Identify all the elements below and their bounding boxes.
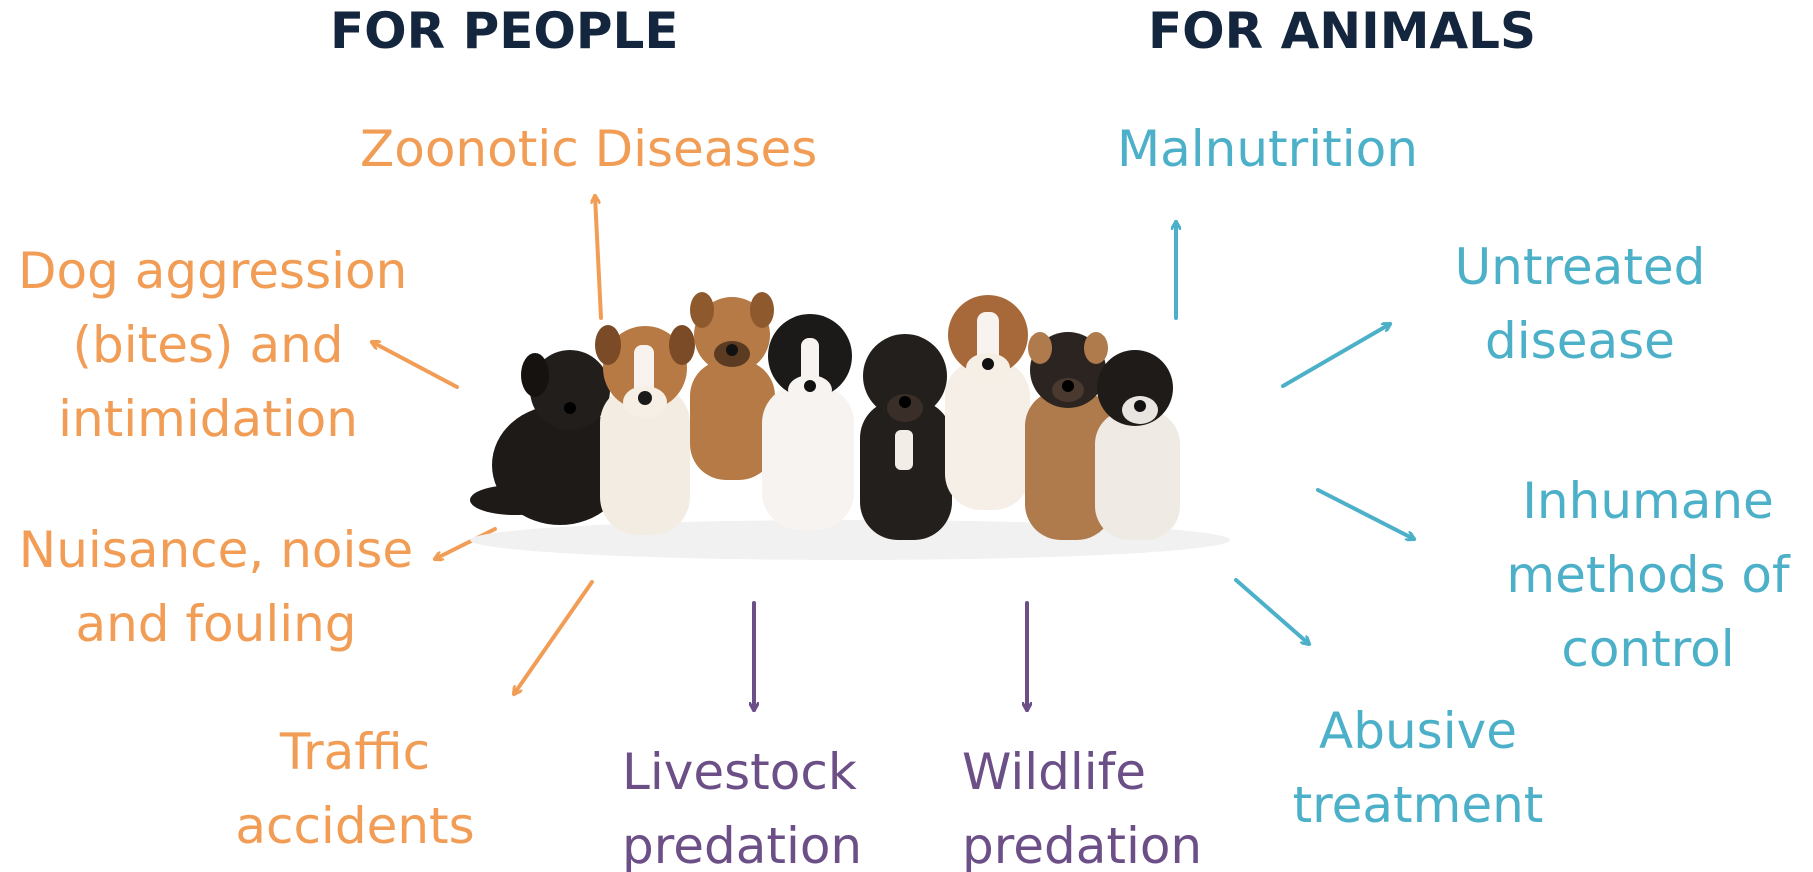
label-line: predation [962,809,1202,872]
label-line: (bites) and [18,308,398,382]
label-line: Untreated [1430,230,1730,304]
label-line: accidents [220,789,490,863]
puppy-black-white-2 [1095,350,1180,540]
label-line: intimidation [18,382,398,456]
label-line: Livestock [622,735,862,809]
label-line: Wildlife [962,735,1202,809]
label-nuisance: Nuisance, noise and fouling [12,513,420,661]
arrow-untreated [1283,324,1390,386]
puppy-tan-white-1 [595,325,695,535]
label-line: Dog aggression [18,234,398,308]
label-dog-aggression: Dog aggression (bites) and intimidation [18,234,398,456]
label-line: Nuisance, noise [12,513,420,587]
label-wildlife-predation: Wildlife predation [962,735,1202,872]
label-line: predation [622,809,862,872]
puppies-photo [440,290,1260,560]
label-line: Abusive [1268,694,1568,768]
label-inhumane-methods: Inhumane methods of control [1498,464,1798,686]
label-malnutrition: Malnutrition [1117,112,1418,186]
label-line: Traffic [220,715,490,789]
puppy-black-2 [860,334,952,540]
label-line: methods of [1498,538,1798,612]
arrow-traffic [514,582,592,694]
label-abusive-treatment: Abusive treatment [1268,694,1568,842]
label-line: disease [1430,304,1730,378]
arrow-abusive [1236,580,1309,644]
label-line: and fouling [12,587,420,661]
label-line: Inhumane [1498,464,1798,538]
label-traffic-accidents: Traffic accidents [220,715,490,863]
puppy-black-white-1 [762,314,854,530]
label-line: treatment [1268,768,1568,842]
label-line: control [1498,612,1798,686]
label-zoonotic-diseases: Zoonotic Diseases [360,112,817,186]
label-livestock-predation: Livestock predation [622,735,862,872]
arrow-inhumane [1318,490,1414,539]
puppy-tan-white-2 [945,295,1030,510]
label-untreated-disease: Untreated disease [1430,230,1730,378]
